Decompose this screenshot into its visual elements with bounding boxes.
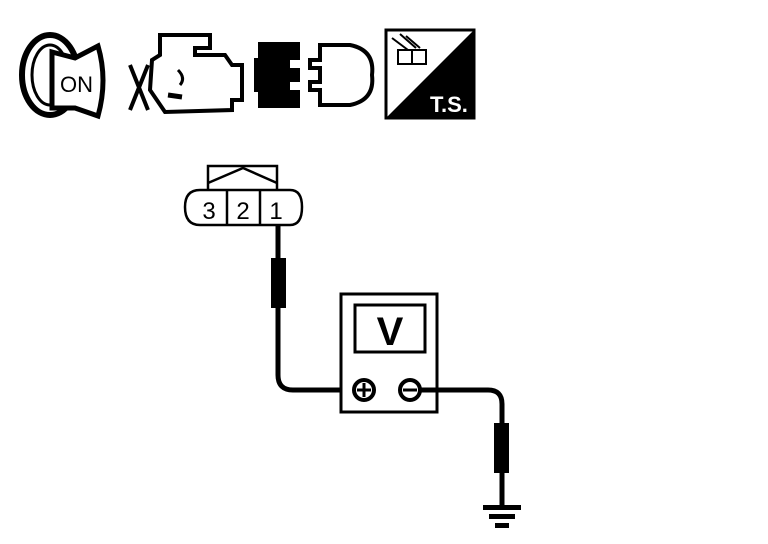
harness-connector [183,164,304,227]
ignition-on-label: ON [60,72,93,97]
voltmeter: V [339,292,439,414]
pin-1-label: 1 [269,198,282,225]
pin-2-label: 2 [236,198,249,225]
ground-symbol-icon [483,505,521,528]
ignition-key-icon: ON [19,32,106,120]
voltmeter-label: V [377,310,404,354]
ts-label: T.S. [430,92,468,117]
connector-disconnect-icon [254,42,375,108]
negative-test-lead [420,387,509,505]
engine-stopped-icon [128,33,244,115]
pin-3-label: 3 [202,198,215,225]
positive-test-lead [271,225,352,393]
troubleshooting-icon: T.S. [384,28,476,120]
